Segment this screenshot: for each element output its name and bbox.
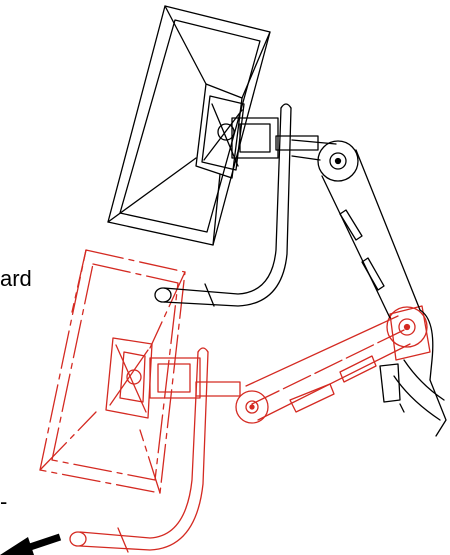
- upper-monitor: [107, 5, 271, 246]
- caption-fragment-2: -: [0, 489, 7, 514]
- lower-monitor-outline: [39, 249, 186, 494]
- lower-handle: [69, 347, 209, 553]
- lower-position-assembly: [39, 249, 431, 553]
- upper-clamp-base: [379, 309, 447, 437]
- upper-lower-arm: [321, 149, 421, 319]
- upper-vesa-mount: [201, 95, 319, 171]
- upper-position-assembly: [107, 5, 447, 437]
- lower-vesa-mount: [105, 337, 241, 419]
- lower-pivot-joints: [235, 305, 431, 424]
- caption-fragment: ard: [0, 266, 32, 291]
- pull-direction-arrow: [0, 533, 62, 555]
- upper-handle: [154, 103, 292, 307]
- upper-arm: [291, 139, 359, 182]
- lower-arm: [245, 315, 411, 421]
